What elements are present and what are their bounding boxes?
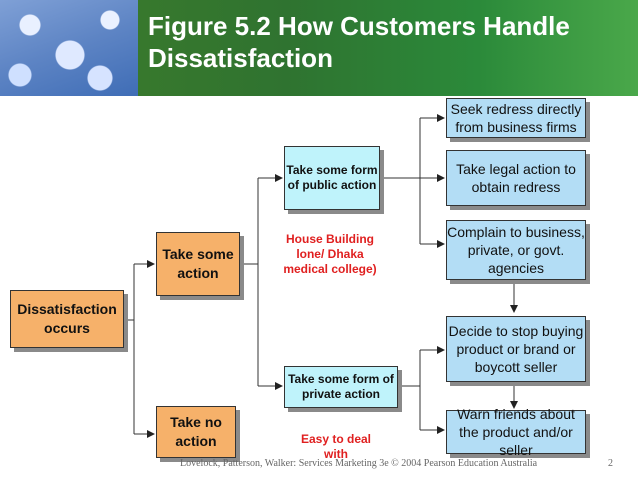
dissatisfaction-label: Dissatisfaction occurs: [17, 301, 117, 336]
flower-photo: [0, 0, 138, 96]
slide-title: Figure 5.2 How Customers Handle Dissatis…: [148, 11, 570, 73]
seek-redress-label: Seek redress directly from business firm…: [450, 101, 582, 135]
private-action-example-note: Easy to deal with: [300, 432, 372, 461]
public-action-box: Take some form of public action: [284, 146, 380, 210]
stop-buying-label: Decide to stop buying product or brand o…: [448, 323, 584, 375]
slide-number: 2: [608, 458, 613, 469]
public-action-example-note: House Building lone/ Dhaka medical colle…: [283, 232, 377, 276]
warn-friends-label: Warn friends about the product and/or se…: [457, 406, 575, 458]
public-action-label: Take some form of public action: [286, 163, 378, 192]
title-banner: Figure 5.2 How Customers Handle Dissatis…: [0, 0, 638, 96]
take-some-action-label: Take some action: [162, 246, 234, 281]
legal-action-box: Take legal action to obtain redress: [446, 150, 586, 206]
complain-label: Complain to business, private, or govt. …: [447, 224, 585, 276]
complain-box: Complain to business, private, or govt. …: [446, 220, 586, 280]
private-action-label: Take some form of private action: [288, 372, 394, 401]
dissatisfaction-box: Dissatisfaction occurs: [10, 290, 124, 348]
take-some-action-box: Take some action: [156, 232, 240, 296]
warn-friends-box: Warn friends about the product and/or se…: [446, 406, 586, 458]
footer-credit: Lovelock, Patterson, Walker: Services Ma…: [180, 458, 538, 469]
legal-action-label: Take legal action to obtain redress: [456, 161, 576, 195]
take-no-action-box: Take no action: [156, 406, 236, 458]
stop-buying-box: Decide to stop buying product or brand o…: [446, 316, 586, 382]
take-no-action-label: Take no action: [170, 414, 222, 449]
seek-redress-box: Seek redress directly from business firm…: [446, 98, 586, 138]
private-action-box: Take some form of private action: [284, 366, 398, 408]
